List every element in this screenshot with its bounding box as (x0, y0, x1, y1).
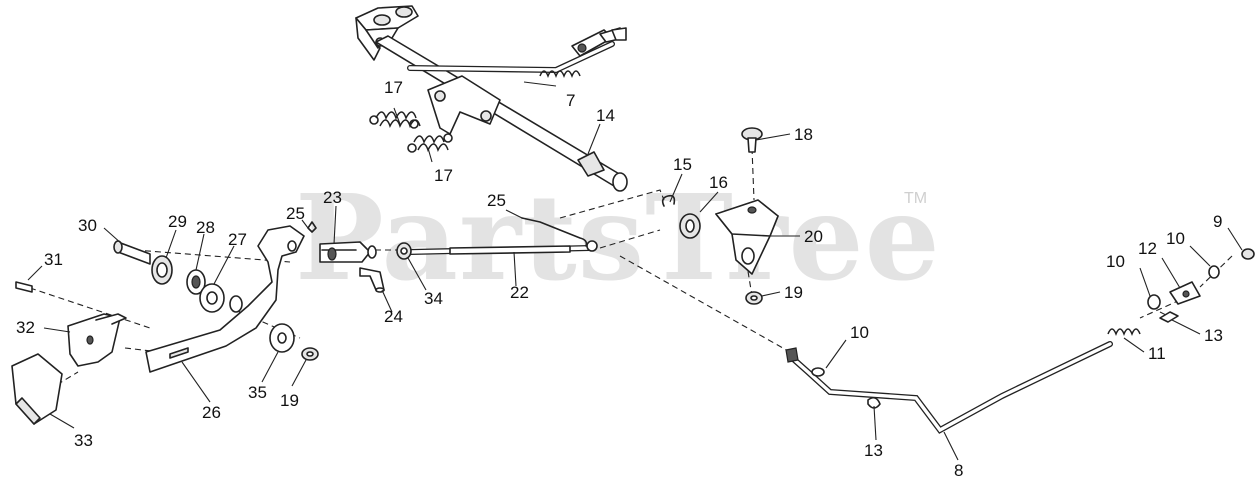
callout-26: 26 (202, 403, 221, 422)
washer-10-right (1208, 265, 1220, 279)
callout-29: 29 (168, 212, 187, 231)
callout-10-rod: 10 (850, 323, 869, 342)
callout-11: 11 (1148, 344, 1166, 363)
pin-18 (741, 127, 763, 153)
bracket-20 (715, 199, 779, 275)
callout-8: 8 (954, 461, 963, 480)
nut-19-upper (745, 291, 763, 305)
clip-13-upper (1159, 311, 1179, 323)
callout-12: 12 (1138, 239, 1157, 258)
callout-20: 20 (804, 227, 823, 246)
callout-18: 18 (794, 125, 813, 144)
clevis-23 (319, 241, 377, 263)
nut-19-lower (301, 347, 319, 361)
callout-28: 28 (196, 218, 215, 237)
pedal-pad-33 (11, 353, 63, 425)
callout-13-upper: 13 (1204, 326, 1223, 345)
callout-25-lever: 25 (286, 204, 305, 223)
washer-10-left (1147, 294, 1161, 310)
ring-28 (186, 269, 206, 295)
lever-26 (145, 225, 305, 373)
pin-24 (359, 267, 385, 293)
spring-17-upper (369, 111, 421, 129)
callout-7: 7 (566, 91, 575, 110)
callout-17-upper: 17 (384, 78, 403, 97)
callout-33: 33 (74, 431, 93, 450)
callout-labels: 7 14 17 17 18 15 16 20 19 25 22 23 25 30… (16, 78, 1223, 480)
spring-11 (1107, 328, 1141, 337)
clip-13-lower (867, 396, 881, 409)
callout-34: 34 (424, 289, 443, 308)
bracket-32 (67, 313, 127, 367)
assembly-lines (29, 147, 1233, 396)
washer-35 (269, 323, 295, 353)
spring-17-lower (407, 133, 453, 153)
callout-31: 31 (44, 250, 63, 269)
callout-14: 14 (596, 106, 615, 125)
callout-16: 16 (709, 173, 728, 192)
callout-15: 15 (673, 155, 692, 174)
washer-27 (199, 283, 225, 313)
nut-16 (679, 213, 701, 239)
callout-35: 35 (248, 383, 267, 402)
leader-lines (27, 81, 1243, 461)
callout-10-right: 10 (1166, 229, 1185, 248)
clip-25-left (307, 221, 317, 233)
callout-17-lower: 17 (434, 166, 453, 185)
nut-34 (396, 242, 412, 260)
main-shaft-assembly (355, 5, 628, 192)
callout-27: 27 (228, 230, 247, 249)
callout-19-lower: 19 (280, 391, 299, 410)
callout-19-upper: 19 (784, 283, 803, 302)
bolt-30 (113, 240, 151, 265)
callout-24: 24 (384, 307, 403, 326)
callout-32: 32 (16, 318, 35, 337)
clip-15 (661, 194, 676, 207)
callout-10-left: 10 (1106, 252, 1125, 271)
return-springs (369, 111, 453, 153)
screw-31 (15, 281, 33, 293)
callout-9: 9 (1213, 212, 1222, 231)
rod-22 (407, 240, 598, 255)
callout-22: 22 (510, 283, 529, 302)
callout-23: 23 (323, 188, 342, 207)
rod-8 (785, 341, 1113, 434)
nut-9 (1241, 248, 1255, 260)
swivel-12 (1169, 281, 1201, 305)
clip-25-right (521, 217, 588, 247)
callout-30: 30 (78, 216, 97, 235)
callout-13-lower: 13 (864, 441, 883, 460)
callout-25-rod: 25 (487, 191, 506, 210)
bushing-29 (151, 255, 173, 285)
